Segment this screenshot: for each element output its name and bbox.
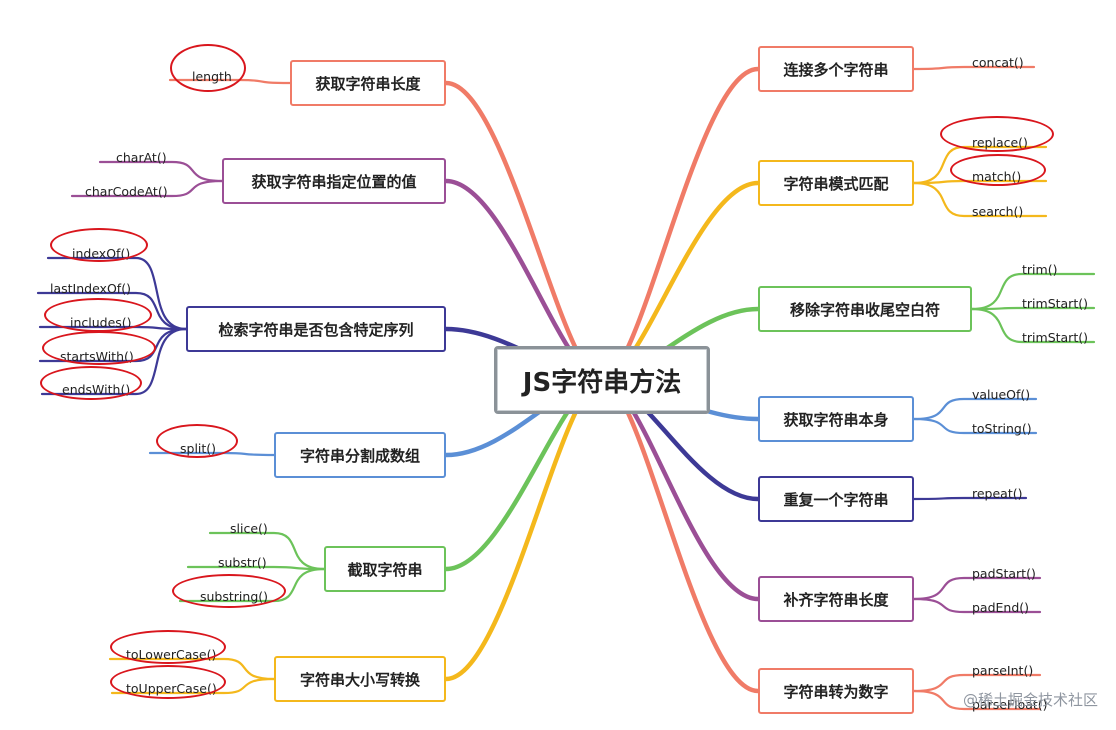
leaf-link-pad-1 [912,597,1042,614]
leaf-link-number-1 [912,689,1042,711]
leaf-link-search-0 [46,256,188,331]
leaf-search-4: endsWith() [62,382,131,397]
leaf-pattern-0: replace() [972,135,1028,150]
branch-charat: 获取字符串指定位置的值 [222,158,446,204]
leaf-pattern-2: search() [972,204,1024,219]
leaf-case-0: toLowerCase() [126,647,217,662]
leaf-search-1: lastIndexOf() [50,281,131,296]
leaf-pattern-1: match() [972,169,1022,184]
branch-link-number [599,377,761,694]
watermark: @稀土掘金技术社区 [962,691,1098,709]
leaf-charat-1: charCodeAt() [85,184,168,199]
leaf-link-pattern-2 [912,181,1048,218]
leaf-trim-1: trimStart() [1022,296,1088,311]
branch-split: 字符串分割成数组 [274,432,446,478]
leaf-search-3: startsWith() [60,349,134,364]
leaf-link-repeat-0 [912,496,1028,501]
leaf-link-number-0 [912,673,1042,693]
branch-search: 检索字符串是否包含特定序列 [186,306,446,352]
leaf-link-substr-2 [178,567,326,603]
leaf-link-case-0 [108,657,276,681]
leaf-case-1: toUpperCase() [126,681,217,696]
leaf-link-substr-0 [208,531,326,571]
leaf-charat-0: charAt() [116,150,167,165]
leaf-link-search-2 [38,325,188,331]
leaf-link-trim-0 [970,272,1096,311]
leaf-link-pad-0 [912,576,1042,601]
leaf-trim-0: trim() [1022,262,1058,277]
leaf-length-0: length [192,69,232,84]
leaf-link-substr-1 [186,565,326,571]
branch-pad: 补齐字符串长度 [758,576,914,622]
leaf-link-split-0 [148,451,276,457]
leaf-split-0: split() [180,441,217,456]
leaf-number-0: parseInt() [972,663,1034,678]
branch-trim: 移除字符串收尾空白符 [758,286,972,332]
leaf-link-concat-0 [912,65,1036,71]
central-topic: JS字符串方法 [494,346,710,414]
leaf-self-1: toString() [972,421,1032,436]
leaf-link-search-4 [40,327,188,396]
leaf-link-pattern-1 [912,179,1048,185]
leaf-link-length-0 [168,78,292,85]
leaf-pad-1: padEnd() [972,600,1030,615]
branch-length: 获取字符串长度 [290,60,446,106]
leaf-substr-2: substring() [200,589,269,604]
leaf-search-0: indexOf() [72,246,131,261]
leaf-link-self-1 [912,417,1038,435]
leaf-search-2: includes() [70,315,132,330]
branch-self: 获取字符串本身 [758,396,914,442]
branch-link-length [443,80,605,383]
leaf-link-trim-1 [970,306,1096,311]
leaf-pad-0: padStart() [972,566,1036,581]
leaf-link-charat-1 [70,179,224,198]
leaf-link-search-1 [36,291,188,331]
branch-link-concat [599,66,761,383]
branch-repeat: 重复一个字符串 [758,476,914,522]
branch-number: 字符串转为数字 [758,668,914,714]
branch-case: 字符串大小写转换 [274,656,446,702]
leaf-self-0: valueOf() [972,387,1031,402]
branch-pattern: 字符串模式匹配 [758,160,914,206]
leaf-substr-1: substr() [218,555,267,570]
leaf-substr-0: slice() [230,521,268,536]
branch-concat: 连接多个字符串 [758,46,914,92]
leaf-link-charat-0 [98,160,224,183]
leaf-link-trim-2 [970,307,1096,344]
leaf-repeat-0: repeat() [972,486,1023,501]
branch-substr: 截取字符串 [324,546,446,592]
leaf-number-1: parseFloat() [972,697,1048,712]
leaf-link-self-0 [912,397,1038,421]
leaf-trim-2: trimStart() [1022,330,1088,345]
leaf-link-pattern-0 [912,145,1048,185]
leaf-concat-0: concat() [972,55,1024,70]
